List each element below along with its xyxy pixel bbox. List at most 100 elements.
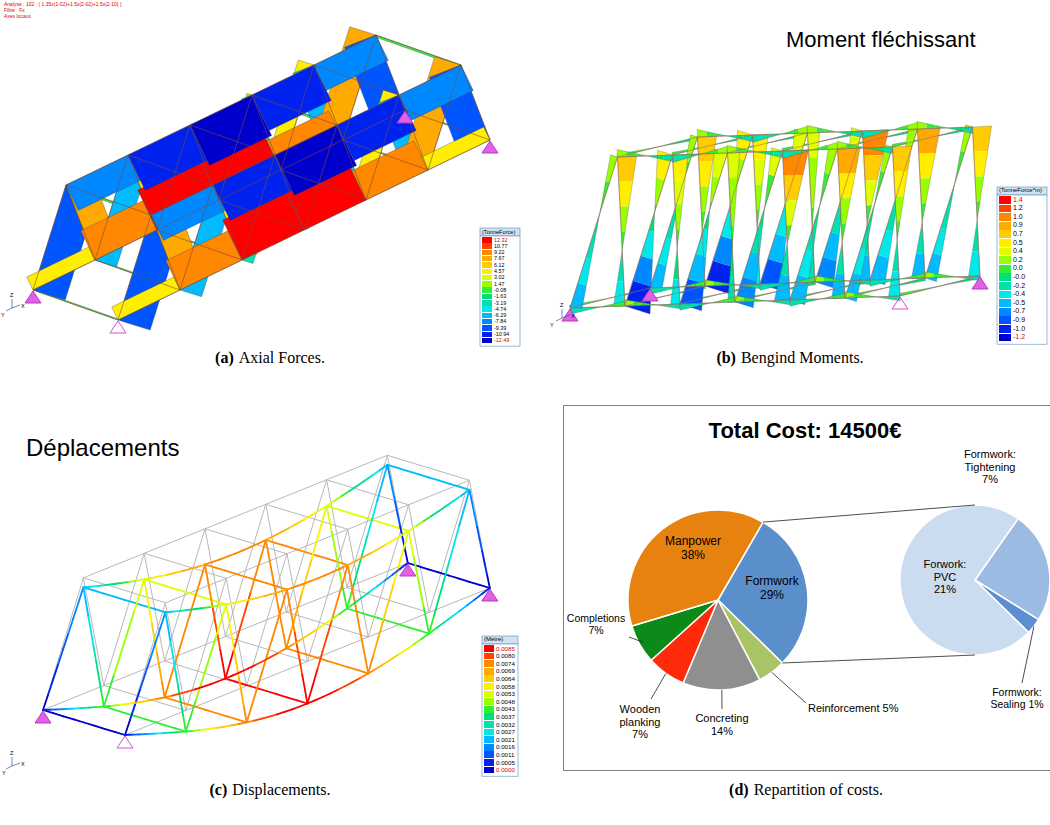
moment-band <box>751 227 763 255</box>
moment-band <box>817 128 826 133</box>
deformed-member <box>439 506 447 511</box>
deformed-member <box>175 589 185 592</box>
moment-outline <box>625 150 673 314</box>
deformed-member <box>83 587 93 590</box>
truss-member <box>698 137 706 286</box>
deformed-member <box>393 536 401 541</box>
deformed-member <box>327 559 337 562</box>
moment-band <box>889 271 901 296</box>
deformed-member <box>89 617 92 632</box>
moment-band <box>806 225 817 252</box>
pie-label: Wooden planking 7% <box>612 703 668 741</box>
deformed-member <box>297 549 307 552</box>
deformed-member <box>229 619 232 634</box>
undeformed-member <box>186 686 247 711</box>
legend-value: -1.2 <box>1013 333 1025 342</box>
deformed-member <box>244 708 247 723</box>
legend-swatch <box>999 196 1011 204</box>
legend-swatch <box>482 294 492 300</box>
deformed-member <box>160 668 163 683</box>
truss-member <box>219 200 304 230</box>
truss-member <box>314 65 399 95</box>
deformed-member <box>104 705 112 708</box>
caption-letter: (a) <box>215 349 234 366</box>
undeformed-member <box>307 637 368 662</box>
deformed-member <box>134 596 139 612</box>
axis-label: Y <box>1 312 5 318</box>
deformed-member <box>109 675 114 691</box>
truss-member <box>728 133 808 153</box>
deformed-member <box>378 620 383 638</box>
legend-value: 4.57 <box>494 268 505 274</box>
truss-member <box>180 185 213 290</box>
deformed-member <box>213 608 216 622</box>
deformed-member <box>86 602 89 617</box>
deformed-member <box>89 706 97 708</box>
deformed-member <box>472 502 475 514</box>
undeformed-member <box>287 554 307 662</box>
deformed-member <box>329 519 332 532</box>
moment-outline <box>917 122 973 134</box>
truss-member <box>281 65 314 170</box>
axis-line <box>562 309 563 318</box>
legend-value: -0.9 <box>1013 316 1025 325</box>
deformed-member <box>205 565 215 568</box>
axial-force-band <box>66 155 140 210</box>
deformed-member <box>195 707 205 710</box>
legend-value: -10.94 <box>494 331 509 337</box>
breakout-line <box>763 505 975 522</box>
deformed-member <box>263 657 271 661</box>
deformed-member <box>140 674 145 689</box>
leader-line <box>651 673 666 699</box>
deformed-member <box>176 672 179 687</box>
deformed-member <box>140 733 148 735</box>
deformed-member <box>399 549 404 567</box>
deformed-member <box>371 549 379 553</box>
deformed-member <box>355 557 363 561</box>
deformed-member <box>144 578 152 579</box>
legend-value: 0.0058 <box>496 683 515 691</box>
legend-swatch <box>482 281 492 287</box>
truss-member <box>808 133 816 282</box>
truss-member <box>219 170 281 200</box>
moment-band <box>656 150 672 180</box>
truss-member <box>735 151 783 302</box>
deformed-member <box>203 684 211 687</box>
moment-outline <box>760 277 815 290</box>
deformed-member <box>262 717 270 719</box>
deformed-member <box>378 522 388 525</box>
legend-value: 0.0043 <box>496 705 515 713</box>
deformed-member <box>361 633 364 647</box>
legend-value: 7.67 <box>494 255 505 261</box>
deformed-member <box>264 594 272 596</box>
legend-swatch <box>999 256 1011 264</box>
moment-outline <box>845 145 893 302</box>
moment-outline <box>889 146 912 297</box>
truss-member <box>815 131 863 282</box>
deformed-member <box>129 612 134 628</box>
legend-swatch <box>999 265 1011 273</box>
deformed-member <box>475 594 483 600</box>
truss-member <box>870 129 918 280</box>
deformed-member <box>105 729 115 732</box>
undeformed-member <box>125 711 186 736</box>
deformed-member <box>349 486 357 491</box>
legend-swatch <box>484 698 494 705</box>
truss-member <box>790 298 845 300</box>
legend-value: 12.32 <box>494 237 508 243</box>
deformed-member <box>114 659 119 675</box>
deformed-member <box>247 721 255 723</box>
support-symbol <box>35 711 51 723</box>
deformed-member <box>180 692 188 694</box>
view-heading: Déplacements <box>26 434 179 462</box>
deformed-member <box>409 531 412 544</box>
deformed-member <box>383 602 388 620</box>
legend-swatch <box>484 653 494 660</box>
legend-value: 0.7 <box>1013 230 1023 239</box>
moment-outline <box>899 276 980 296</box>
deformed-member <box>119 643 124 659</box>
truss-member <box>925 276 980 278</box>
deformed-member <box>325 572 333 575</box>
truss-member <box>66 185 151 215</box>
deformed-member <box>424 516 432 521</box>
